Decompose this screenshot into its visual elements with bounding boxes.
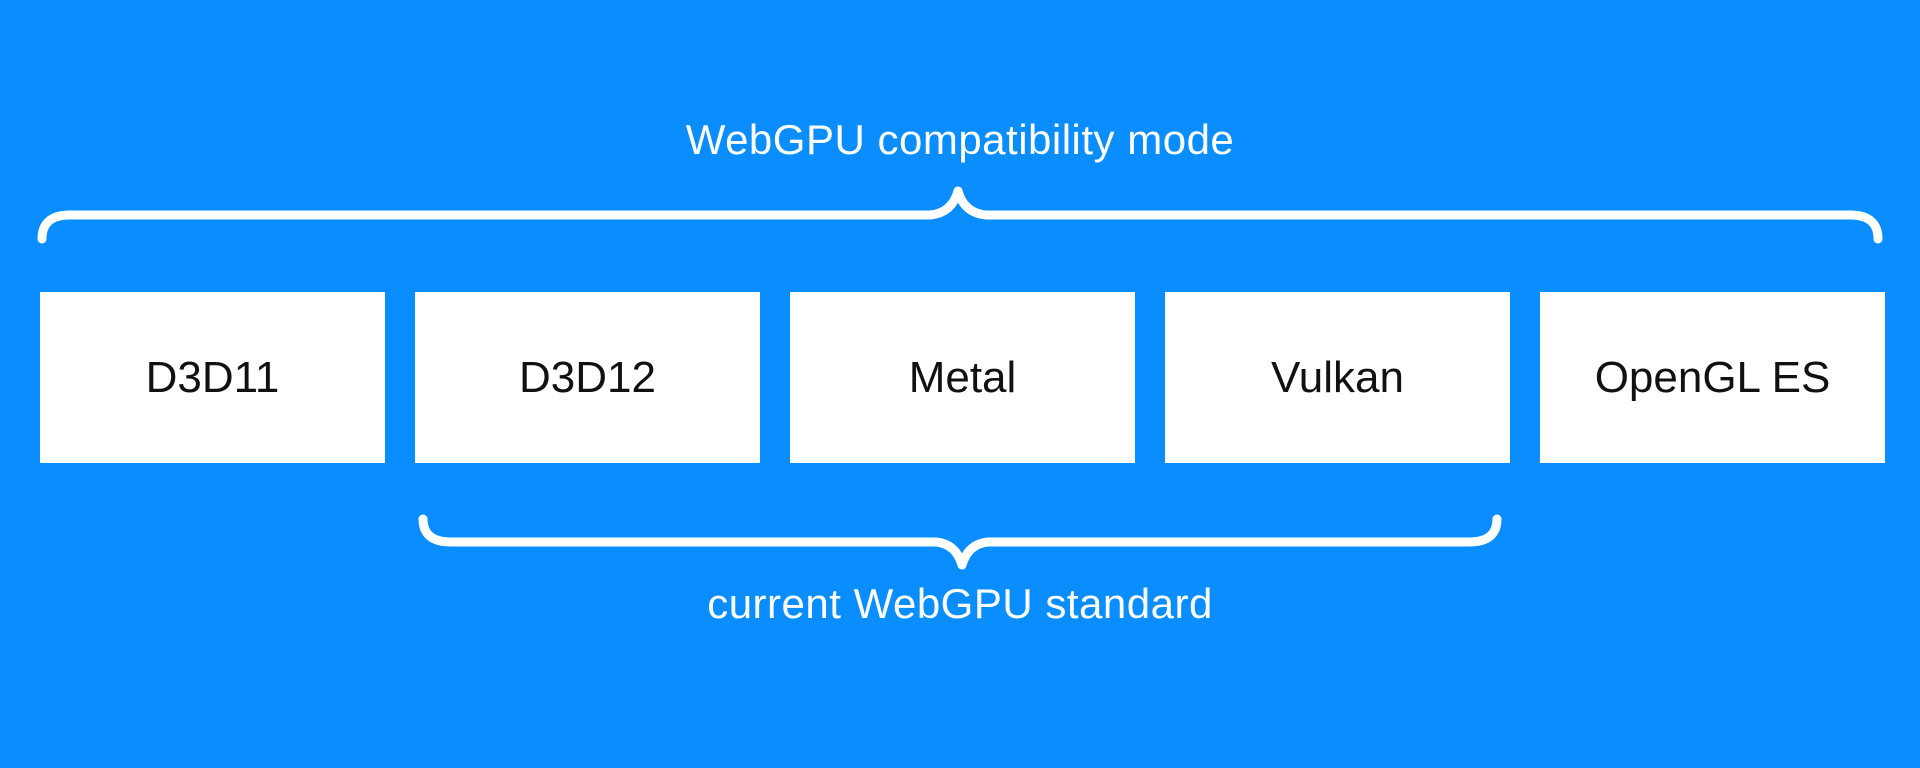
bottom-curly-brace-icon xyxy=(418,514,1502,570)
backend-label-d3d11: D3D11 xyxy=(145,352,280,402)
backend-box-opengl-es: OpenGL ES xyxy=(1540,292,1885,463)
backend-boxes-row: D3D11 D3D12 Metal Vulkan OpenGL ES xyxy=(40,292,1885,463)
backend-box-vulkan: Vulkan xyxy=(1165,292,1510,463)
current-standard-label: current WebGPU standard xyxy=(707,580,1213,627)
backend-box-d3d11: D3D11 xyxy=(40,292,385,463)
backend-label-d3d12: D3D12 xyxy=(519,352,656,402)
backend-box-d3d12: D3D12 xyxy=(415,292,760,463)
backend-label-vulkan: Vulkan xyxy=(1271,352,1404,402)
backend-label-opengl-es: OpenGL ES xyxy=(1594,352,1831,402)
backend-label-metal: Metal xyxy=(908,352,1017,402)
compatibility-mode-label: WebGPU compatibility mode xyxy=(685,116,1235,163)
backend-box-metal: Metal xyxy=(790,292,1135,463)
top-curly-brace-icon xyxy=(37,186,1883,244)
